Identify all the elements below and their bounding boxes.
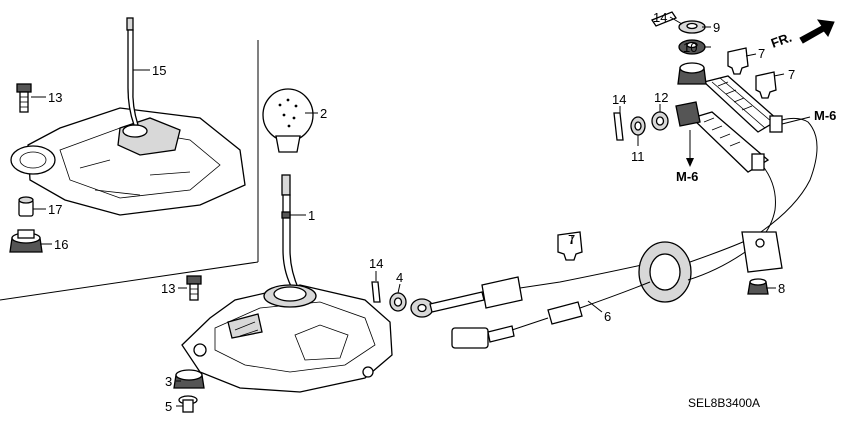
front-arrow-label: FR.	[769, 30, 794, 51]
callout-10: 10	[683, 40, 697, 55]
callout-14-left: 14	[369, 256, 383, 271]
washer-11	[630, 116, 646, 136]
shift-knob	[262, 88, 314, 153]
callout-7-upper: 7	[758, 46, 765, 61]
callout-7-middle: 7	[568, 232, 575, 247]
front-arrow-icon	[799, 19, 835, 44]
callout-14-mid: 14	[612, 92, 626, 107]
callout-14-top: 14	[653, 10, 667, 25]
cable-end-upper	[702, 75, 783, 133]
spacer-10	[678, 39, 706, 55]
bolt-13-inset	[16, 83, 32, 113]
callout-13-main: 13	[161, 281, 175, 296]
callout-12: 12	[654, 90, 668, 105]
callout-4: 4	[396, 270, 403, 285]
callout-13-inset: 13	[48, 90, 62, 105]
callout-3: 3	[165, 374, 172, 389]
clip-7-middle	[557, 231, 583, 261]
bushing-5	[178, 395, 198, 413]
mount-lower	[675, 101, 701, 127]
clip-7-right	[755, 71, 777, 99]
nut-8	[747, 278, 769, 295]
callout-7-right: 7	[788, 67, 795, 82]
bushing-17	[18, 196, 34, 217]
clip-7-upper	[727, 47, 749, 75]
cable-end-lower	[690, 111, 770, 173]
callout-6: 6	[604, 309, 611, 324]
callout-17: 17	[48, 202, 62, 217]
main-shift-lever	[281, 174, 301, 291]
diagram-code: SEL8B3400A	[688, 396, 760, 410]
inset-shifter-base	[10, 107, 246, 216]
callout-16: 16	[54, 237, 68, 252]
grommet-16	[9, 229, 43, 253]
clip-14-top	[651, 11, 677, 27]
callout-8: 8	[778, 281, 785, 296]
callout-15: 15	[152, 63, 166, 78]
shift-cable-assembly	[410, 117, 818, 349]
bolt-13-main	[186, 275, 202, 301]
inset-shift-lever	[126, 17, 139, 126]
clip-14-left	[371, 281, 381, 303]
ref-m6-lower: M-6	[676, 169, 698, 184]
callout-5: 5	[165, 399, 172, 414]
grommet-3	[173, 369, 205, 389]
washer-9	[678, 20, 706, 34]
inset-border	[0, 40, 259, 301]
callout-1: 1	[308, 208, 315, 223]
leader-lines	[31, 16, 811, 407]
callout-11: 11	[631, 149, 645, 164]
washer-4	[389, 292, 407, 312]
washer-12	[651, 111, 669, 131]
clip-14-mid	[613, 112, 624, 141]
callout-2: 2	[320, 106, 327, 121]
mount-10	[677, 62, 707, 85]
callout-9: 9	[713, 20, 720, 35]
main-shifter-base	[181, 284, 393, 393]
ref-m6-right: M-6	[814, 108, 836, 123]
